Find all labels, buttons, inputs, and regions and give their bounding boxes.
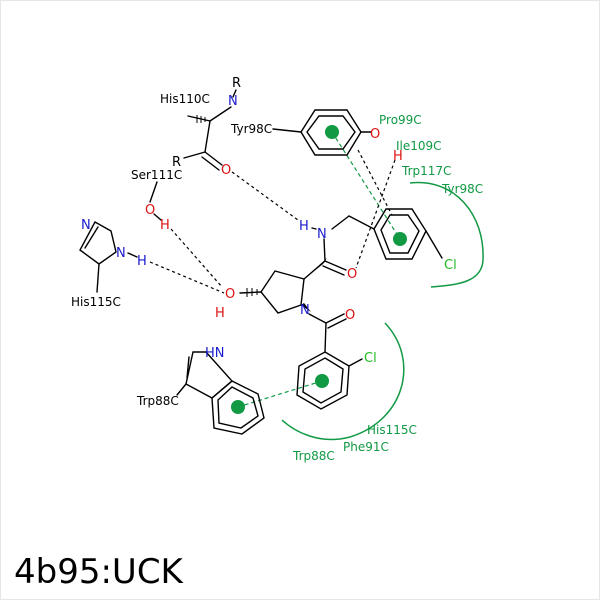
atom-nh-hist: N bbox=[116, 246, 126, 261]
atom-h-nh: H bbox=[299, 219, 309, 234]
hydrogen-bonds bbox=[149, 149, 396, 294]
bond-n-ch2 bbox=[331, 215, 350, 230]
atom-ring-n: N bbox=[81, 218, 91, 233]
atom-h-ser: H bbox=[160, 218, 170, 233]
bond-carbonyl-o-a bbox=[204, 151, 223, 166]
atom-o-amide: O bbox=[347, 267, 357, 282]
covalent-bonds bbox=[79, 89, 443, 435]
hydrophobic-contacts bbox=[281, 181, 484, 441]
chlorophenyl-ring-top-inner bbox=[380, 214, 420, 254]
atom-o-carbonyl: O bbox=[221, 163, 231, 178]
bond-ring-oh bbox=[239, 291, 262, 294]
atom-o-ser: O bbox=[145, 203, 155, 218]
bond-tyr-ch2 bbox=[272, 128, 302, 133]
bond-n-calpha bbox=[209, 106, 232, 122]
bond-amide-c-n bbox=[323, 238, 326, 262]
atom-cl-bottom: Cl bbox=[364, 351, 377, 366]
atom-h-oh: H bbox=[215, 306, 225, 321]
hydrophobic-arc-lower bbox=[281, 322, 405, 441]
bond-ser-o-h bbox=[153, 213, 162, 221]
atom-o-hydroxyl: O bbox=[225, 287, 235, 302]
his-nh-h-bond bbox=[127, 252, 138, 258]
atom-h-ile: H bbox=[393, 149, 403, 164]
bond-phenyl-cl-top bbox=[425, 230, 443, 259]
hbond-his115-oh bbox=[149, 261, 225, 294]
atom-cl-top: Cl bbox=[444, 258, 457, 273]
bond-amide-c-o-a bbox=[324, 260, 347, 271]
hydrophobic-ile109c: Ile109C bbox=[396, 139, 442, 153]
residue-tyr98c: Tyr98C bbox=[230, 122, 272, 136]
atom-n-pyrrolidine: N bbox=[300, 303, 310, 318]
hashed-wedge-oh bbox=[246, 288, 258, 297]
residue-ser111c: Ser111C bbox=[131, 168, 182, 182]
chlorophenyl-ring-bottom-inner bbox=[302, 357, 344, 404]
hydrophobic-phe91c: Phe91C bbox=[343, 440, 389, 454]
hbond-ser111-oh bbox=[170, 228, 223, 288]
bond-pyr-n-carbonyl bbox=[308, 313, 327, 324]
imidazole-double-bond bbox=[84, 226, 99, 249]
atom-labels: R N R O O H N N H O H H N O N O O H Cl C… bbox=[81, 76, 457, 366]
bond-carbonyl-o-b bbox=[201, 156, 220, 171]
hydrophobic-pro99c: Pro99C bbox=[379, 113, 422, 127]
atom-r-top: R bbox=[232, 76, 241, 91]
residue-trp88c: Trp88C bbox=[136, 394, 179, 408]
residue-labels: His110C Tyr98C Ser111C His115C Trp88C bbox=[71, 92, 272, 408]
hydrophobic-trp88c: Trp88C bbox=[292, 449, 335, 463]
hbond-carbonyl-nh bbox=[231, 171, 299, 221]
tyr98-ring-inner bbox=[306, 115, 356, 150]
imidazole-ring bbox=[79, 221, 117, 265]
atom-n-amide: N bbox=[317, 227, 327, 242]
atom-o-benzoyl: O bbox=[345, 308, 355, 323]
hbond-ile109-amide-o bbox=[355, 159, 396, 269]
wedge-pyr-n bbox=[301, 303, 311, 312]
wedge-ring-amide bbox=[304, 258, 327, 279]
atom-r-side: R bbox=[172, 155, 181, 170]
hashed-wedge-his110 bbox=[196, 115, 206, 123]
residue-his110c: His110C bbox=[160, 92, 210, 106]
stereo-wedges bbox=[301, 258, 327, 312]
bond-carbonyl-ring bbox=[324, 322, 327, 353]
atom-n-his110: N bbox=[228, 94, 238, 109]
centroid-indole bbox=[231, 400, 245, 414]
pi-stack-tyr98 bbox=[331, 131, 401, 240]
atom-h-hist: H bbox=[137, 254, 147, 269]
indole-double-bond bbox=[186, 356, 190, 379]
imidazole-side-bond bbox=[96, 263, 100, 293]
pi-interactions bbox=[237, 131, 401, 408]
bond-ring-cl-bottom bbox=[348, 358, 363, 367]
bond-ser-ca-ob bbox=[149, 181, 158, 203]
bond-carbonyl-o-benzoyl-b bbox=[327, 318, 347, 329]
centroid-tyr98 bbox=[325, 125, 339, 139]
indole-six-ring-inner bbox=[217, 386, 259, 429]
hydrophobic-arc-upper bbox=[409, 181, 484, 288]
bond-amide-c-o-b bbox=[322, 265, 345, 276]
residue-his115c: His115C bbox=[71, 295, 121, 309]
bond-calpha-carbonyl bbox=[204, 120, 211, 153]
hbond-tyr98-o bbox=[357, 149, 393, 216]
indole-six-ring bbox=[211, 380, 265, 435]
ring-centroids bbox=[231, 125, 407, 414]
bond-carbonyl-r bbox=[183, 151, 206, 159]
bond-indole-ch2 bbox=[176, 383, 187, 396]
bond-calpha-sidechain bbox=[187, 115, 211, 122]
hydrophobic-tyr98c: Tyr98C bbox=[441, 182, 483, 196]
hydrophobic-trp117c: Trp117C bbox=[401, 164, 451, 178]
centroid-chlorophenyl-top bbox=[393, 232, 407, 246]
pdb-ligand-code: 4b95:UCK bbox=[14, 552, 183, 592]
hydrophobic-his115c: His115C bbox=[367, 423, 417, 437]
bond-ch2-phenyl bbox=[348, 215, 375, 230]
pi-stack-trp88 bbox=[237, 380, 323, 408]
bond-n-r bbox=[232, 89, 237, 98]
pyrrolidine-ring bbox=[260, 270, 305, 314]
bond-n-h bbox=[311, 227, 317, 230]
atom-o-tyr: O bbox=[370, 127, 380, 142]
bond-carbonyl-o-benzoyl-a bbox=[325, 313, 345, 324]
atom-ring-nh: HN bbox=[205, 346, 225, 361]
centroid-chlorophenyl-bottom bbox=[315, 374, 329, 388]
hydrophobic-residue-labels: Pro99C Ile109C Trp117C Tyr98C His115C Ph… bbox=[292, 113, 483, 463]
